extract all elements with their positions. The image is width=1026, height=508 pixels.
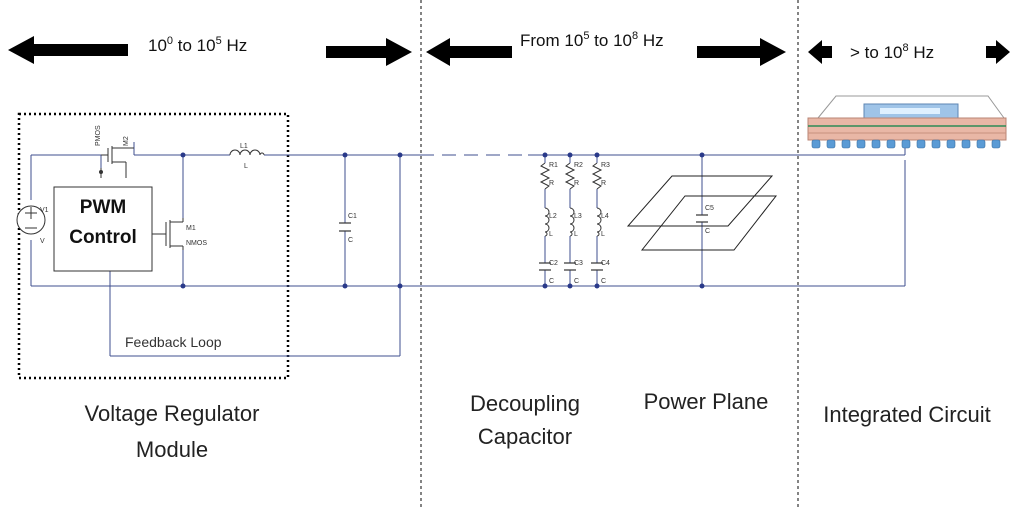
decap-labels: R1 R R2 R R3 R L2 L L3 L L4 L C2 C C3 C … — [549, 162, 610, 285]
arrow-left-icon — [8, 36, 128, 64]
svg-text:R1: R1 — [549, 162, 558, 169]
svg-text:V: V — [40, 238, 45, 245]
svg-text:L: L — [549, 231, 553, 238]
pmos-transistor — [99, 146, 134, 178]
band3-arrows — [808, 40, 1010, 64]
svg-text:L2: L2 — [549, 213, 557, 220]
pmos-label: PMOS — [95, 125, 102, 146]
solder-bumps — [811, 139, 1001, 149]
capacitor-c5: C5 C — [696, 205, 714, 235]
pwm-line1: PWM — [80, 197, 126, 218]
svg-text:L: L — [244, 163, 248, 170]
arrow-right-icon — [697, 38, 786, 66]
m1-label: M1 — [186, 225, 196, 232]
svg-text:R: R — [574, 180, 579, 187]
band2-label: From 105 to 108 Hz — [520, 30, 664, 50]
capacitor-c1: C1 C — [339, 213, 357, 244]
svg-text:L1: L1 — [240, 143, 248, 150]
svg-text:C3: C3 — [574, 260, 583, 267]
svg-text:V1: V1 — [40, 207, 49, 214]
svg-text:L: L — [574, 231, 578, 238]
inductor-l1: L1 L — [229, 143, 265, 170]
decap-capacitors — [539, 262, 603, 271]
svg-text:R2: R2 — [574, 162, 583, 169]
arrow-left-icon — [426, 38, 512, 66]
svg-text:R: R — [601, 180, 606, 187]
svg-text:C4: C4 — [601, 260, 610, 267]
svg-text:C: C — [705, 228, 710, 235]
circuit-nodes — [180, 152, 705, 289]
ic-package — [807, 95, 1007, 149]
arrow-right-icon — [326, 38, 412, 66]
pwm-control-block — [53, 186, 153, 272]
power-plane-label: Power Plane — [644, 389, 769, 414]
svg-text:C: C — [549, 278, 554, 285]
vrm-label-line1: Voltage Regulator — [85, 401, 260, 426]
svg-text:C1: C1 — [348, 213, 357, 220]
arrow-left-icon — [808, 40, 832, 64]
svg-text:L: L — [601, 231, 605, 238]
svg-text:C2: C2 — [549, 260, 558, 267]
circuit-wires — [30, 138, 906, 357]
svg-text:R: R — [549, 180, 554, 187]
svg-text:C: C — [574, 278, 579, 285]
arrow-right-icon — [986, 40, 1010, 64]
vrm-label-line2: Module — [136, 437, 208, 462]
pwm-line2: Control — [69, 227, 137, 248]
svg-text:C: C — [601, 278, 606, 285]
ic-label: Integrated Circuit — [823, 402, 991, 427]
svg-text:C: C — [348, 237, 353, 244]
m2-label: M2 — [123, 136, 130, 146]
svg-text:C5: C5 — [705, 205, 714, 212]
band1-arrows — [8, 36, 412, 66]
nmos-label: NMOS — [186, 240, 207, 247]
decap-inductors — [544, 207, 602, 237]
svg-text:L3: L3 — [574, 213, 582, 220]
svg-text:R3: R3 — [601, 162, 610, 169]
decap-label-line2: Capacitor — [478, 424, 572, 449]
voltage-source: V1 V — [16, 205, 49, 245]
svg-text:L4: L4 — [601, 213, 609, 220]
feedback-loop-label: Feedback Loop — [125, 334, 222, 350]
band1-label: 100 to 105 Hz — [148, 35, 247, 55]
power-plane-shape — [626, 175, 778, 251]
band2-arrows — [426, 38, 786, 66]
band3-label: > to 108 Hz — [850, 42, 934, 62]
decap-resistors — [539, 162, 603, 190]
decap-label-line1: Decoupling — [470, 391, 580, 416]
nmos-transistor — [152, 218, 184, 250]
vrm-box — [17, 112, 290, 380]
